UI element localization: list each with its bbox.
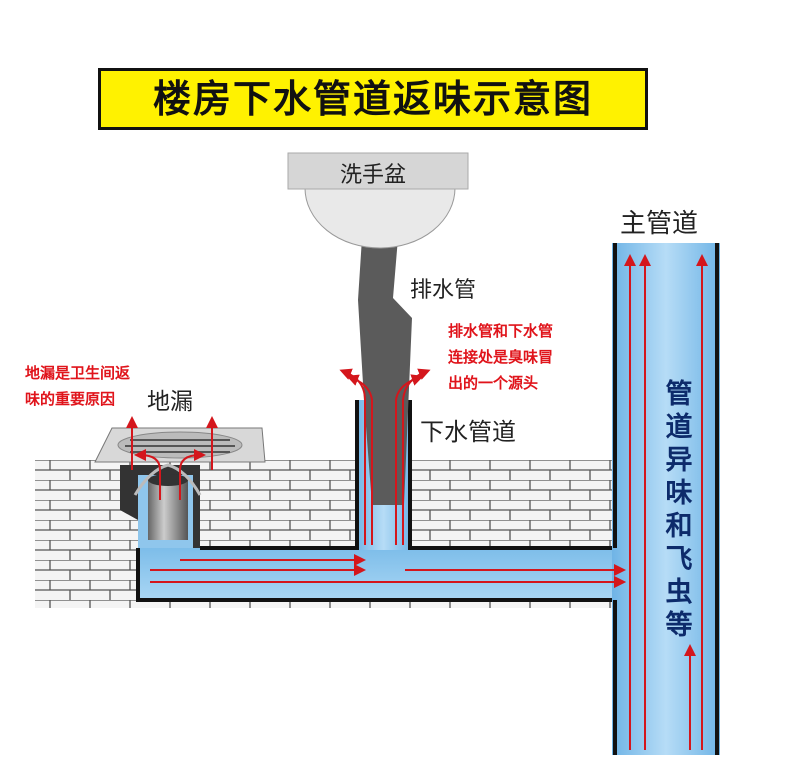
odor-arrows — [126, 254, 708, 750]
basin-bowl — [304, 187, 456, 249]
basin-top — [287, 152, 469, 190]
page-title: 楼房下水管道返味示意图 — [98, 68, 648, 130]
basin-label: 洗手盆 — [340, 163, 407, 188]
main-pipe-note: 管道异味和飞虫等 — [665, 379, 693, 641]
floor-drain-note-line: 地漏是卫生间返 — [25, 364, 131, 382]
floor-drain-label: 地漏 — [147, 389, 193, 415]
joint-note: 排水管和下水管 连接处是臭味冒 出的一个源头 — [448, 318, 553, 396]
sewer-pipe-label: 下水管道 — [420, 418, 516, 446]
floor-drain-note: 地漏是卫生间返 味的重要原因 — [25, 360, 130, 412]
joint-note-line: 排水管和下水管 — [448, 322, 554, 340]
joint-note-line: 连接处是臭味冒 — [448, 348, 554, 366]
floor-drain-note-line: 味的重要原因 — [25, 390, 116, 408]
main-pipe-label: 主管道 — [620, 209, 699, 239]
drain-pipe-label: 排水管 — [410, 278, 477, 303]
horizontal-pipe — [138, 548, 618, 600]
joint-note-line: 出的一个源头 — [448, 374, 539, 392]
